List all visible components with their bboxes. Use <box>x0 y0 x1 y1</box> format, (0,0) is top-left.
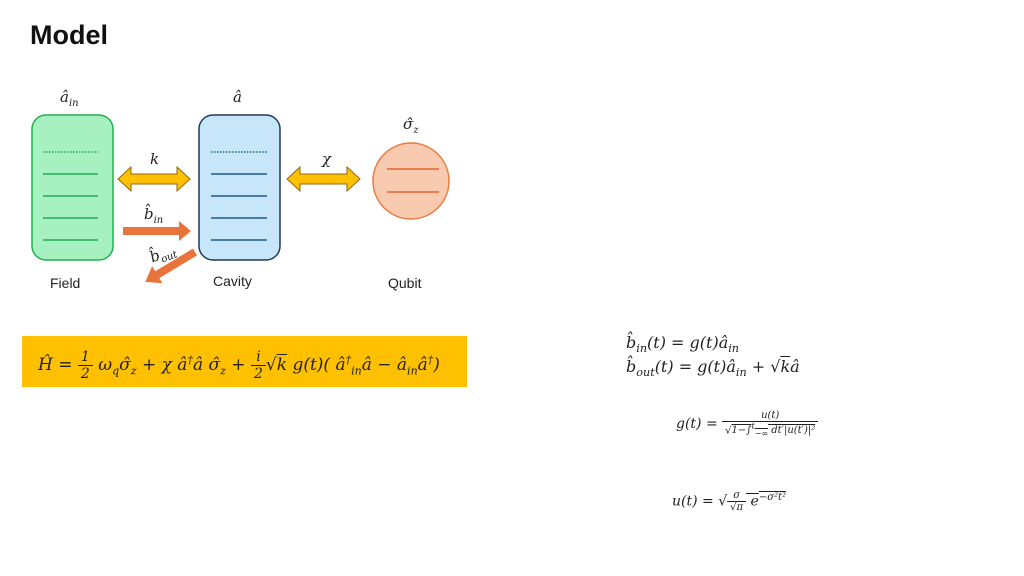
page-title: Model <box>30 20 108 50</box>
output-arrow-b-out <box>145 248 198 284</box>
qubit-mode <box>372 142 450 220</box>
b-in-equation: b̂in(t) = g(t)âin <box>626 333 740 356</box>
coupling-k-label: k <box>150 150 160 168</box>
g-definition-equation: g(t) = u(t) √1−∫t−∞ dt′|u(t′)|² <box>676 410 819 438</box>
coupling-arrow-chi <box>286 165 361 193</box>
cavity-operator-label: â <box>233 88 242 106</box>
coupling-chi-label: χ <box>322 150 332 168</box>
qubit-operator-label: σ̂z <box>403 115 419 136</box>
qubit-label: Qubit <box>388 275 422 291</box>
input-arrow-b-in <box>123 221 191 241</box>
hamiltonian-box <box>22 336 467 387</box>
coupling-arrow-k <box>117 165 191 193</box>
cavity-label: Cavity <box>213 273 252 289</box>
b-in-label: b̂in <box>144 205 164 226</box>
field-mode <box>31 114 114 261</box>
field-operator-label: âin <box>60 88 79 109</box>
b-out-equation: b̂out(t) = g(t)âin + √kâ <box>626 357 800 380</box>
cavity-mode <box>198 114 281 261</box>
field-label: Field <box>50 275 81 291</box>
u-definition-equation: u(t) = √ σ√π e−σ²t² <box>672 490 787 513</box>
